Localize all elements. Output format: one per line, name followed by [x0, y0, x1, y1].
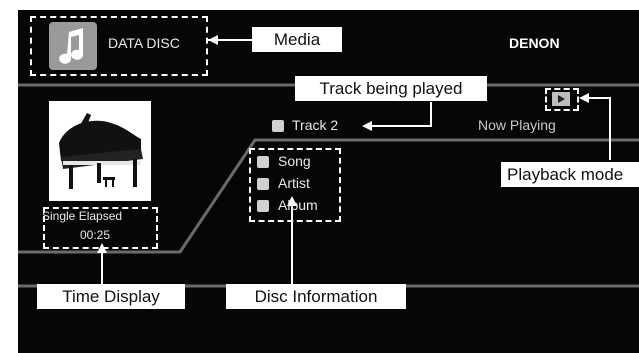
callout-time-display: Time Display: [37, 284, 185, 309]
grand-piano-icon: [59, 113, 143, 189]
disc-info-highlight: [249, 148, 341, 222]
now-playing-status: Now Playing: [478, 117, 556, 133]
callout-track-being-played: Track being played: [295, 76, 487, 101]
music-note-icon: [49, 22, 97, 70]
play-icon: [552, 92, 570, 106]
callout-disc-information: Disc Information: [226, 284, 406, 309]
person-icon: [257, 178, 269, 190]
time-display-highlight: [43, 207, 158, 249]
source-label: DATA DISC: [108, 35, 180, 51]
media-highlight: [30, 16, 208, 76]
callout-media: Media: [252, 27, 342, 52]
note-icon: [257, 156, 269, 168]
album-art-image: [49, 101, 151, 201]
track-name: Track 2: [292, 117, 339, 133]
disc-info-artist: Artist: [278, 175, 310, 191]
track-icon: [272, 120, 284, 132]
time-mode: Single Elapsed: [42, 209, 123, 223]
playback-mode-highlight: [545, 88, 579, 111]
disc-icon: [257, 200, 269, 212]
brand-logo: DENON: [509, 35, 560, 51]
elapsed-time: 00:25: [80, 228, 111, 242]
disc-info-song: Song: [278, 153, 311, 169]
disc-info-album: Album: [278, 197, 318, 213]
callout-playback-mode: Playback mode: [501, 162, 639, 187]
